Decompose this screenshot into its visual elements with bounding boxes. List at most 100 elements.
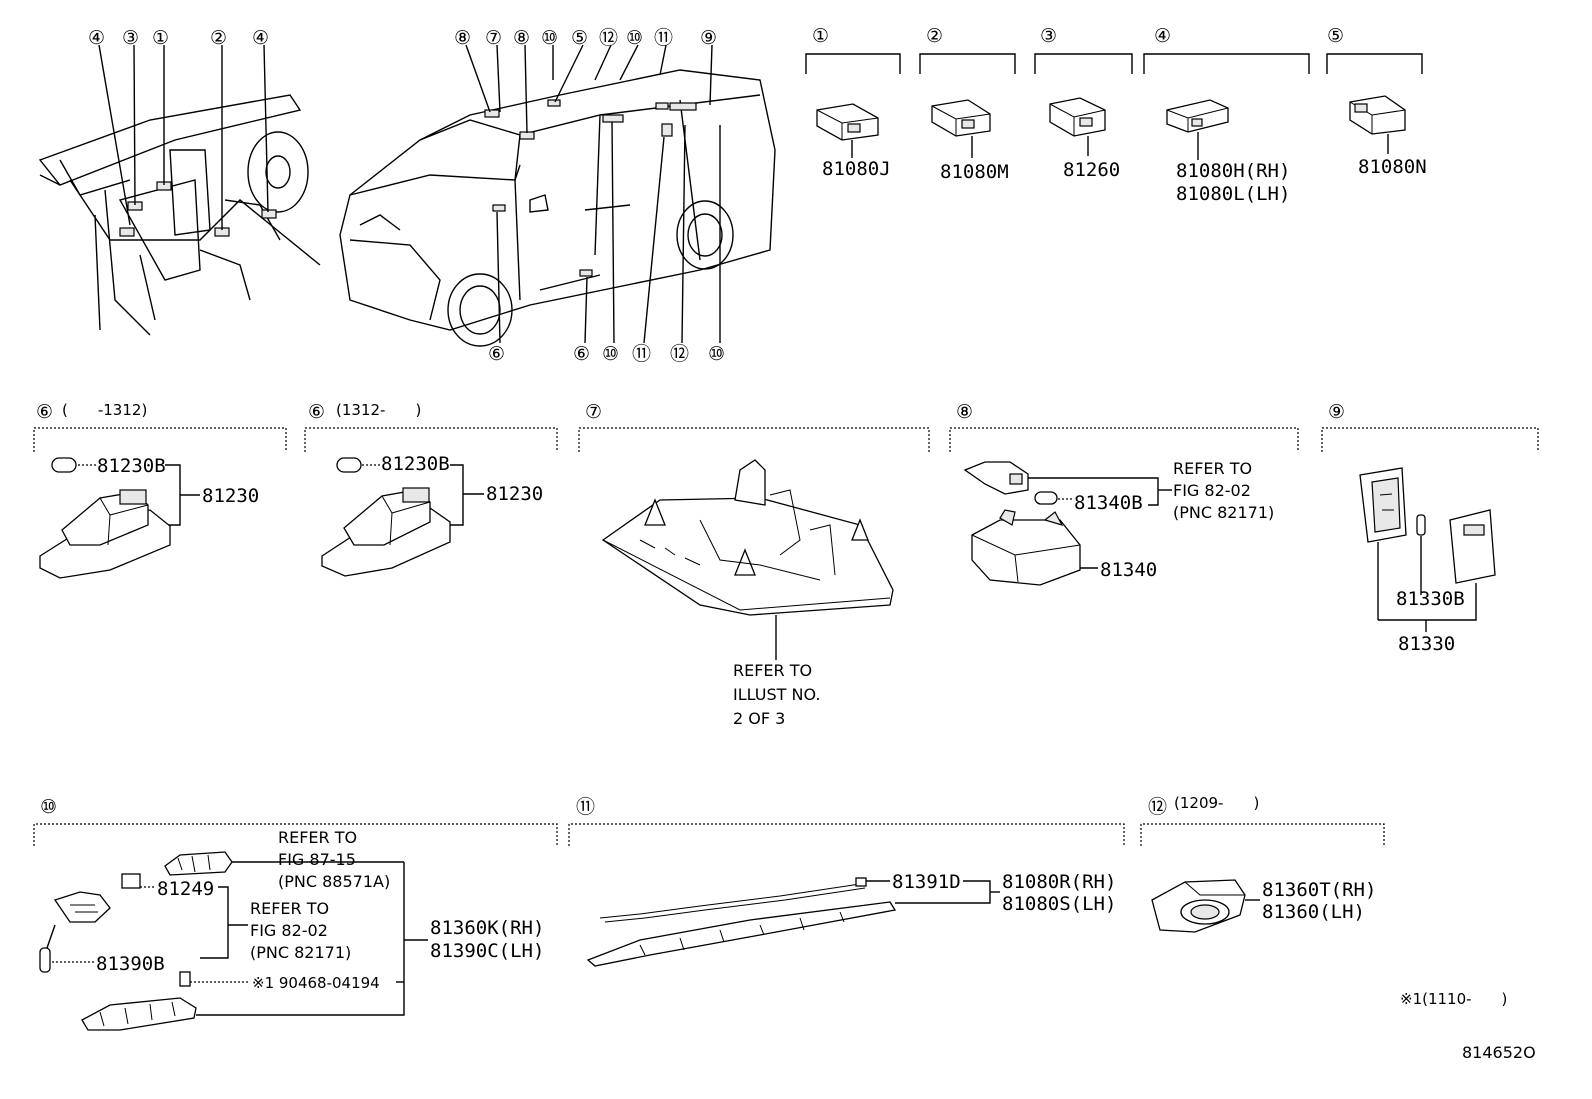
switch-callout: ④ [1154,25,1171,47]
refer-note: REFER TO [1173,459,1252,478]
part-number: 81390B [96,953,165,975]
socket-part [53,873,141,923]
callout-label: ⑩ [708,343,725,365]
callout-label: ⑩ [626,27,643,49]
part-number: 81080S(LH) [1002,893,1116,915]
callout-label: ⑩ [602,343,619,365]
bulb-part [51,457,77,473]
section-callout: ⑨ [1328,401,1345,423]
part-number: 81080M [940,161,1009,183]
switch-callout: ③ [1040,25,1057,47]
section-9: ⑨ 81330B 81330 [1321,401,1539,655]
callout-label: ⑥ [488,343,505,365]
refer-note: (PNC 88571A) [278,872,390,891]
dashboard-illustration [38,94,321,336]
callout-label: ⑫ [599,27,618,49]
refer-note: ILLUST NO. [733,685,820,704]
refer-note: (PNC 82171) [250,943,351,962]
switch-part [1049,97,1106,137]
lens-part [164,851,233,876]
refer-note: (PNC 82171) [1173,503,1274,522]
date-range-note: (1209- ) [1174,794,1259,812]
part-number: 81230B [97,455,166,477]
part-number: 81080R(RH) [1002,871,1116,893]
switch-part [1349,95,1406,135]
section-callout: ⑥ [36,401,53,423]
part-number: 81080L(LH) [1176,183,1290,205]
switch-part [816,103,879,141]
figure-id: 814652O [1462,1043,1536,1062]
section-10: ⑩ REFER TO FIG 87-15 (PNC 88571A) 81249 … [33,796,558,1031]
section-callout: ⑫ [1148,796,1167,818]
bulb-part [1416,514,1426,536]
callout-label: ⑨ [700,27,717,49]
overhead-console [601,459,894,616]
part-number: 81360T(RH) [1262,879,1376,901]
refer-note: FIG 82-02 [1173,481,1251,500]
callout-label: ⑥ [573,343,590,365]
bulb-part [39,947,51,973]
section-callout: ⑦ [585,401,602,423]
part-number: 81260 [1063,159,1120,181]
refer-note: FIG 87-15 [278,850,356,869]
bulb-part [1034,491,1058,505]
callout-label: ⑪ [654,27,673,49]
switch-part [1166,99,1229,133]
lamp-lens [1449,509,1496,584]
part-number: 81390C(LH) [430,940,544,962]
part-number: 81230 [486,483,543,505]
part-number: 81080J [822,158,891,180]
switch-group: ① 81080J ② 81080M ③ 81260 ④ [805,25,1427,205]
callout-labels: ④ ③ ① ② ④ ⑧ ⑦ ⑧ ⑩ ⑤ ⑫ ⑩ ⑪ ⑨ ⑥ ⑥ ⑩ ⑪ ⑫ ⑩ [88,27,725,365]
lamp-assembly [81,997,197,1031]
callout-leaders [98,44,721,344]
section-callout: ⑪ [576,796,595,818]
part-number: 81340 [1100,559,1157,581]
refer-note: FIG 82-02 [250,921,328,940]
lamp-assembly [971,509,1081,586]
date-range-note: ( -1312) [62,401,147,419]
section-8: ⑧ 81340B REFER TO FIG 82-02 (PNC 82171) … [949,401,1299,586]
part-number: 81340B [1074,492,1143,514]
part-number: 81230 [202,485,259,507]
callout-label: ③ [122,27,139,49]
bulb-part [336,457,362,473]
part-number: 81330 [1398,633,1455,655]
callout-label: ⑤ [571,27,588,49]
part-number: 81360(LH) [1262,901,1365,923]
part-number: 81330B [1396,588,1465,610]
part-number: 81080N [1358,156,1427,178]
refer-note: REFER TO [733,661,812,680]
callout-label: ⑪ [632,343,651,365]
part-number: 81080H(RH) [1176,160,1290,182]
date-range-note: (1312- ) [336,401,421,419]
callout-label: ④ [252,27,269,49]
wire-part [599,877,867,923]
section-callout: ⑥ [308,401,325,423]
callout-label: ⑩ [541,27,558,49]
lamp-assembly [586,901,897,967]
part-number: 81360K(RH) [430,917,544,939]
part-number: ※1 90468-04194 [252,974,380,992]
section-6-late: ⑥ (1312- ) 81230B 81230 [304,401,558,577]
callout-label: ⑫ [670,343,689,365]
lamp-assembly [39,489,171,579]
switch-part [931,99,991,137]
clip-part [179,971,191,987]
switch-callout: ① [812,25,829,47]
part-number: 81230B [381,453,450,475]
switch-callout: ⑤ [1327,25,1344,47]
switch-callout: ② [926,25,943,47]
callout-label: ④ [88,27,105,49]
refer-note: REFER TO [250,899,329,918]
part-number: 81249 [157,878,214,900]
part-number: 81391D [892,871,961,893]
callout-label: ② [210,27,227,49]
lamp-assembly [1151,879,1246,933]
callout-label: ⑦ [485,27,502,49]
callout-label: ⑧ [513,27,530,49]
section-callout: ⑩ [40,796,57,818]
socket-part [963,461,1029,495]
lamp-housing [1359,467,1407,543]
